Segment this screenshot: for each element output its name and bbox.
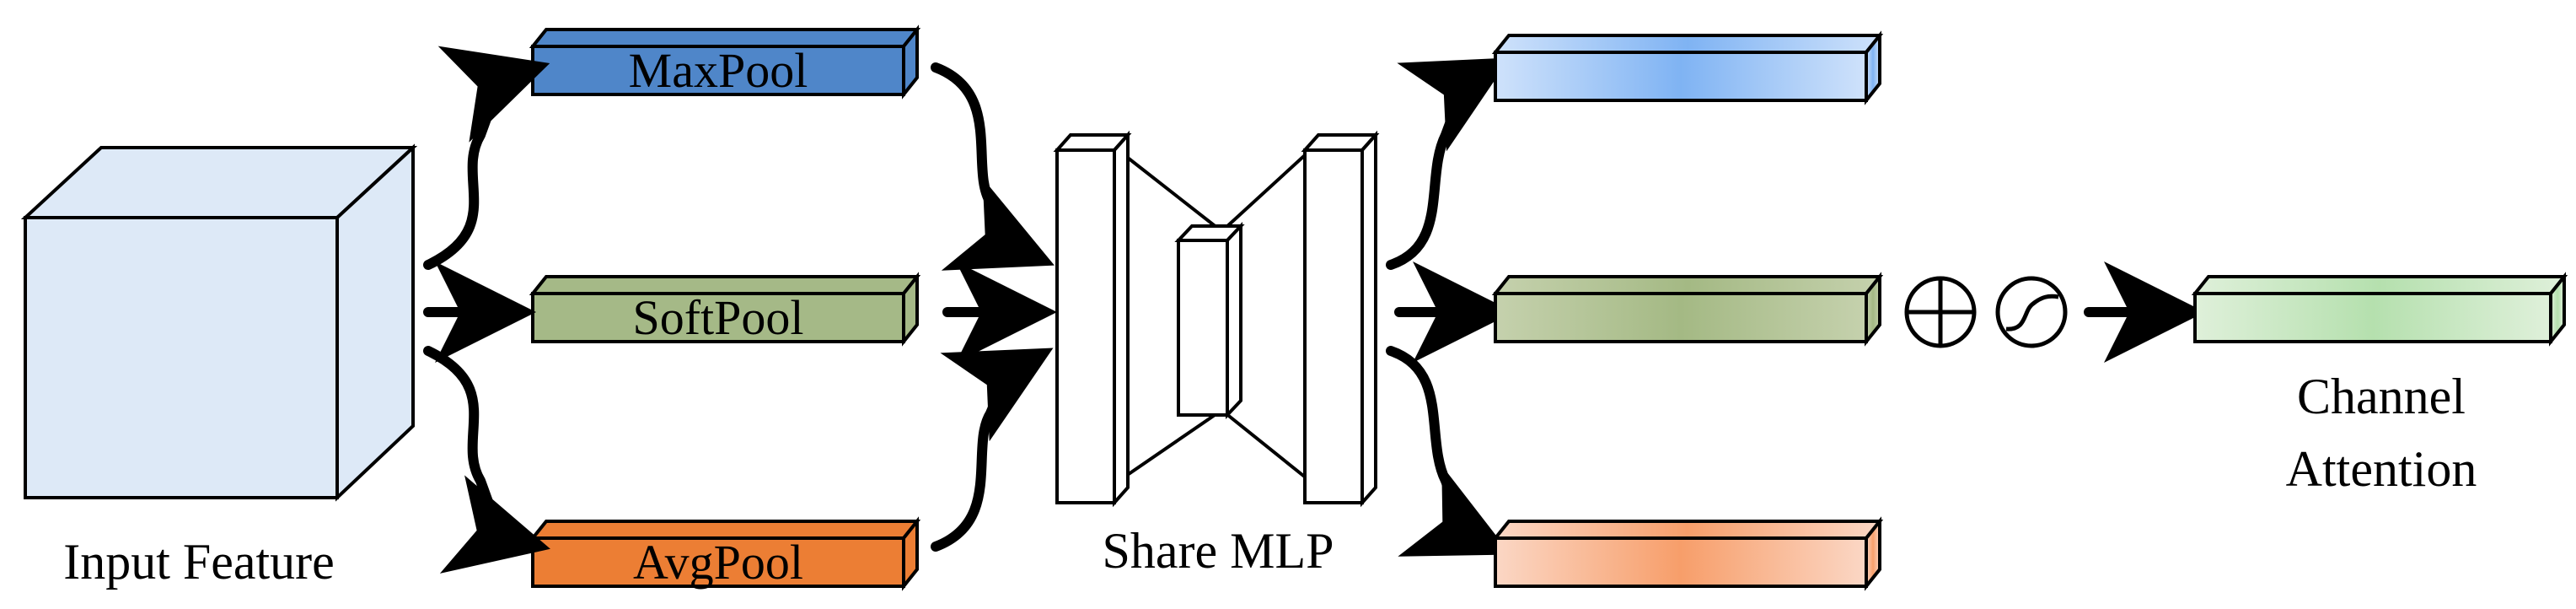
output-bar-max [1491,30,1884,105]
output-bar-avg [1491,516,1884,591]
arrow-avgpool-to-mlp [931,348,1054,552]
arrow-input-to-avgpool [423,346,550,574]
avgpool-label: AvgPool [633,535,803,590]
input-feature-label: Input Feature [63,534,335,590]
arrow-input-to-maxpool [423,46,550,270]
channel-attention-label-line1: Channel [2297,369,2466,424]
softpool-label: SoftPool [632,290,803,345]
channel-attention-label-line2: Attention [2286,441,2477,497]
arrow-mlp-to-out-avg [1386,346,1511,557]
arrow-maxpool-to-mlp [931,62,1055,271]
sigmoid-circle-icon [1995,276,2068,348]
channel-attention-bar [2191,272,2568,347]
arrow-mlp-to-out-max [1386,57,1511,270]
add-circle-icon [1904,276,1977,348]
softpool-bar [529,272,921,347]
maxpool-label: MaxPool [629,43,808,98]
input-feature-cube [20,143,418,502]
share-mlp [1053,130,1380,508]
maxpool-bar [529,24,921,100]
share-mlp-label: Share MLP [1103,523,1334,579]
avgpool-bar [529,516,921,591]
output-bar-soft [1491,272,1884,347]
